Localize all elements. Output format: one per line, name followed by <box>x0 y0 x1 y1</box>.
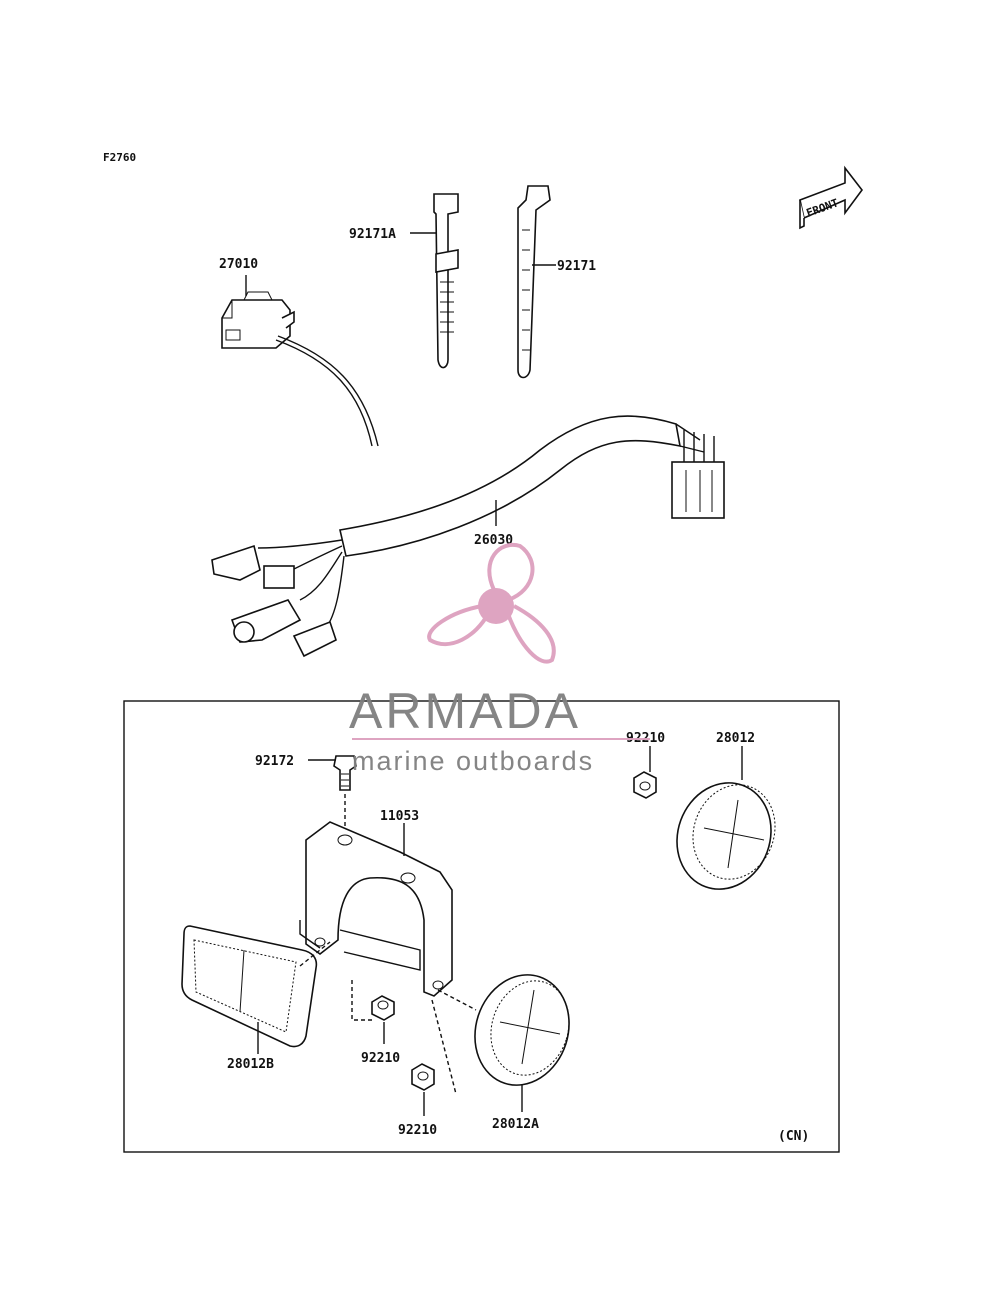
label-92171A: 92171A <box>349 227 396 242</box>
part-11053-bracket <box>299 821 453 997</box>
armada-watermark-logo: ARMADA marine outboards <box>349 542 650 776</box>
reflector-assembly-box <box>123 700 840 1153</box>
figure-code: F2760 <box>103 151 136 164</box>
propeller-icon <box>427 542 556 664</box>
part-92171-cable-tie <box>517 185 556 379</box>
region-code: (CN) <box>778 1129 809 1144</box>
part-92210-nut-top <box>633 746 657 799</box>
watermark-tagline: marine outboards <box>352 746 594 776</box>
watermark-brand: ARMADA <box>349 683 581 739</box>
label-11053: 11053 <box>380 809 419 824</box>
part-92172-bolt <box>308 755 357 830</box>
part-28012B-reflector <box>181 925 331 1054</box>
label-26030: 26030 <box>474 533 513 548</box>
front-direction-arrow: FRONT <box>799 165 864 230</box>
part-26030-wiring-harness <box>211 415 725 658</box>
label-28012A: 28012A <box>492 1117 539 1132</box>
part-92210-nut-mid <box>351 980 395 1044</box>
label-27010: 27010 <box>219 257 258 272</box>
label-28012B: 28012B <box>227 1057 274 1072</box>
part-28012A-reflector <box>474 974 570 1112</box>
part-92171A-clamp <box>410 193 459 369</box>
label-92171: 92171 <box>557 259 596 274</box>
label-92210-bot: 92210 <box>398 1123 437 1138</box>
part-27010-switch <box>221 275 379 447</box>
part-92210-nut-bot <box>411 989 477 1116</box>
label-92210-mid: 92210 <box>361 1051 400 1066</box>
label-92172: 92172 <box>255 754 294 769</box>
part-28012-reflector <box>676 746 776 890</box>
label-28012: 28012 <box>716 731 755 746</box>
